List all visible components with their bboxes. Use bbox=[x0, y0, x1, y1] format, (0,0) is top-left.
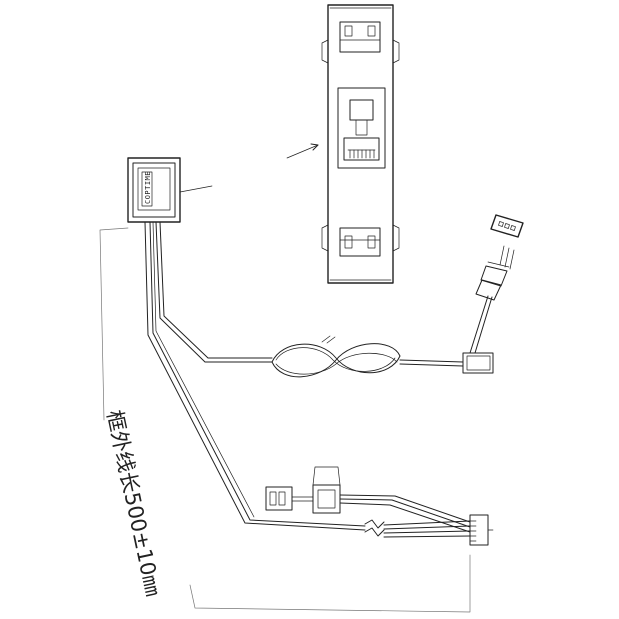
plug-cable bbox=[469, 245, 515, 354]
bottom-harness bbox=[339, 494, 494, 546]
pointer-arrow bbox=[286, 143, 319, 159]
pin-connector-3 bbox=[265, 466, 341, 514]
bracket-top-clip bbox=[339, 21, 381, 53]
twisted-cable-loop bbox=[271, 335, 464, 378]
output-socket bbox=[462, 352, 494, 374]
dimension-label: 框外线长500±10㎜ bbox=[102, 408, 165, 598]
length-dimension: 框外线长500±10㎜ bbox=[99, 227, 471, 613]
module-cable-bundle bbox=[144, 221, 366, 531]
bracket-center-socket bbox=[337, 87, 386, 169]
mounting-bracket bbox=[321, 4, 400, 284]
control-module: COPTIME bbox=[127, 157, 213, 223]
module-brand-label: COPTIME bbox=[144, 171, 152, 204]
bracket-bottom-clip bbox=[339, 227, 381, 257]
pin-connector-4 bbox=[490, 214, 524, 238]
